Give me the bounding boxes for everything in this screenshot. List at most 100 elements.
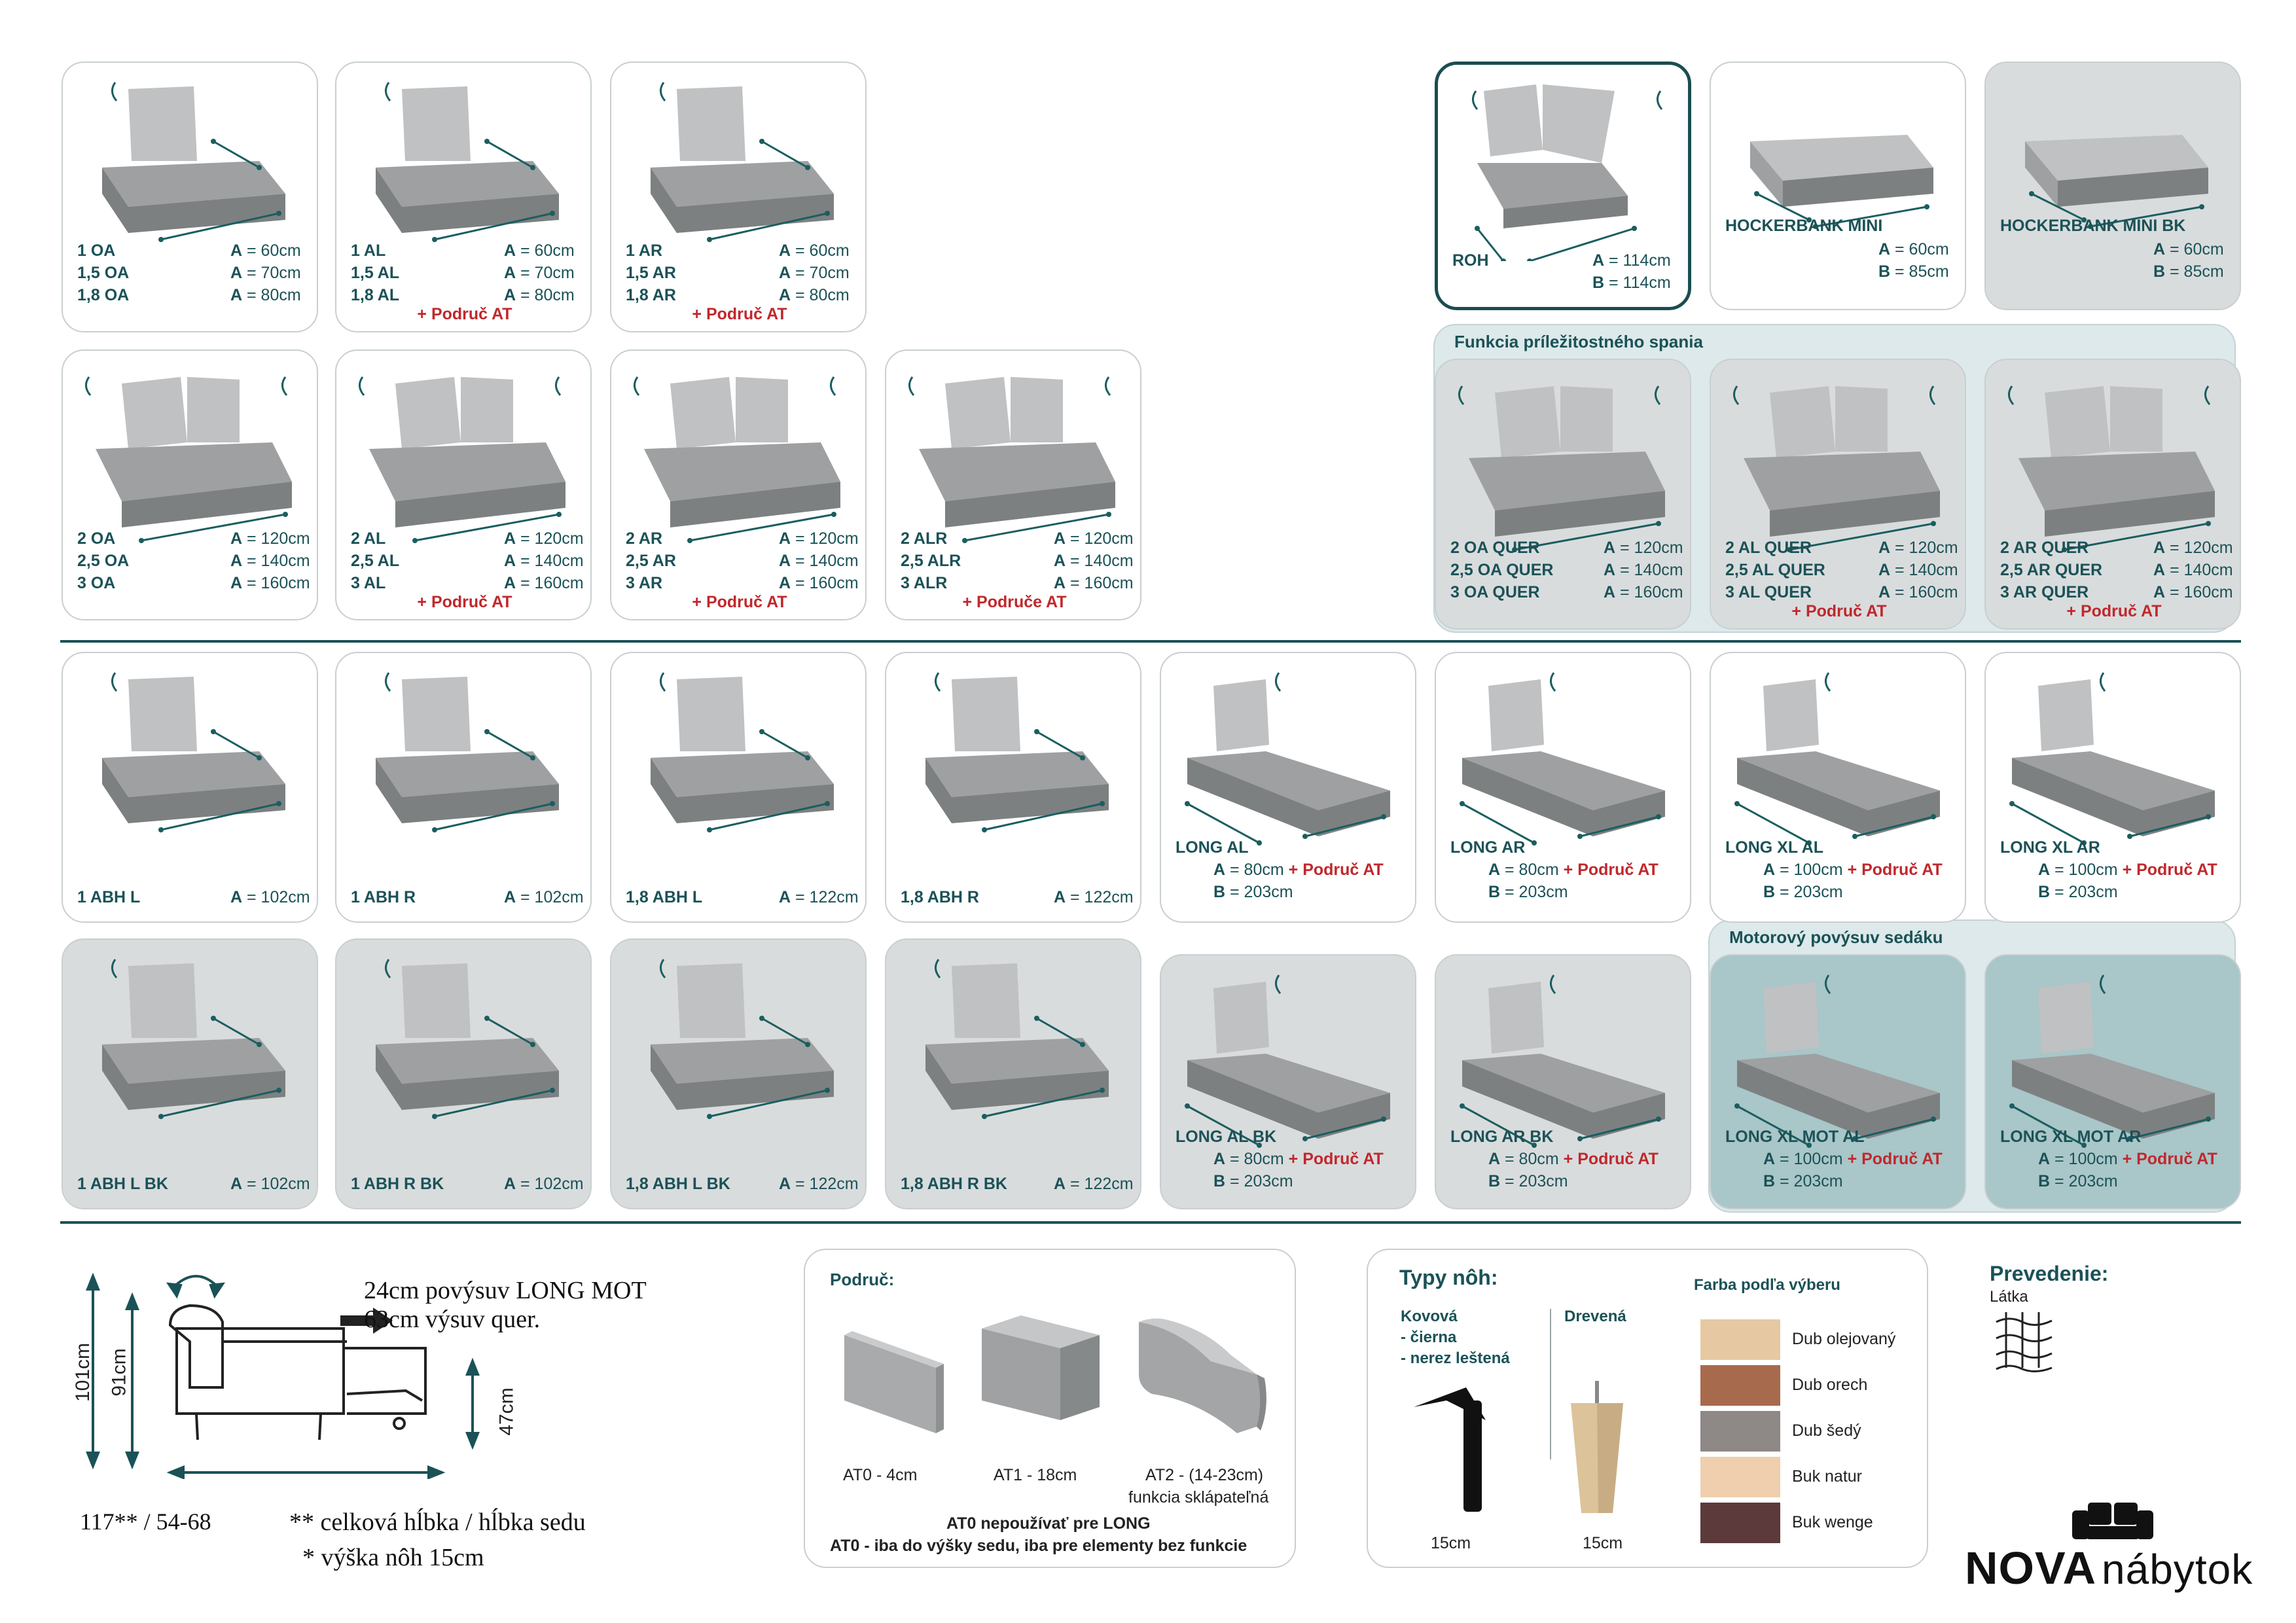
dimension-value: = 114cm: [1609, 274, 1671, 292]
dimension-value: = 80cm: [247, 286, 301, 304]
module-name: 3 AR QUER: [2000, 583, 2089, 601]
module-name: 3 AL QUER: [1725, 583, 1812, 601]
module-name: 1,8 OA: [77, 286, 130, 304]
module-name: LONG AR: [1450, 838, 1526, 857]
armrest-at2-function: funkcia sklápateľná: [1128, 1488, 1269, 1507]
fabric-icon: [1996, 1312, 2053, 1372]
dimension-value: = 122cm: [795, 888, 859, 906]
module-dimension-row: B = 203cm: [1213, 1170, 1293, 1192]
profile-section: 101cm 91cm 47cm 24cm povýsuv LONG MOT 63…: [59, 1243, 713, 1584]
module-dimension-row: A = 80cm + Područ AT: [1488, 1148, 1659, 1170]
module-dimension-row: A = 160cm: [1054, 572, 1134, 594]
dimension-letter: A: [2153, 561, 2166, 579]
dimension-letter: B: [1592, 274, 1605, 292]
dimension-value: = 160cm: [795, 574, 859, 592]
module-drawing-icon: [1460, 672, 1665, 846]
dimension-value: = 203cm: [1230, 883, 1293, 901]
module-drawing-icon: [1733, 385, 1940, 552]
dimension-letter: A: [1878, 539, 1891, 557]
dimension-letter: A: [504, 888, 516, 906]
color-swatch[interactable]: [1700, 1365, 1780, 1406]
module-dimension-row: A = 102cm: [504, 1173, 584, 1195]
module-name: 1,8 ABH L: [626, 888, 703, 906]
module-tile-24[interactable]: 1,8 ABH L BK A = 122cm: [610, 938, 867, 1209]
module-name: 1,8 AR: [626, 286, 676, 304]
module-dimension-row: A = 160cm: [2153, 581, 2233, 603]
armrest-warning-long: AT0 nepoužívať pre LONG: [946, 1514, 1151, 1533]
dimension-value: = 203cm: [1505, 883, 1568, 901]
module-name: ROH: [1452, 251, 1489, 270]
dimension-value: = 203cm: [2054, 1172, 2118, 1190]
module-dimension-row: A = 122cm: [1054, 1173, 1134, 1195]
dimension-value: = 140cm: [1895, 561, 1958, 579]
armrest-addon: + Područ AT: [2122, 861, 2217, 879]
armrest-at2-label: AT2 - (14-23cm): [1145, 1466, 1264, 1484]
dimension-letter: A: [230, 241, 243, 260]
dimension-value: = 85cm: [1895, 262, 1949, 281]
dimension-letter: A: [230, 286, 243, 304]
module-name: 2,5 OA: [77, 552, 130, 570]
dimension-value: = 100cm: [2054, 861, 2118, 879]
module-name: HOCKERBANK MINI: [1725, 217, 1883, 235]
color-swatch[interactable]: [1700, 1319, 1780, 1360]
module-name: LONG AR BK: [1450, 1128, 1554, 1146]
dimension-value: = 160cm: [1895, 583, 1958, 601]
color-swatch[interactable]: [1700, 1457, 1780, 1497]
brand-logo-bold: NOVA: [1965, 1543, 2097, 1594]
module-drawing-icon: [651, 959, 834, 1119]
armrests-panel: Područ: AT0 - 4cm AT1 - 18cm AT2 - (14-2…: [804, 1249, 1296, 1568]
module-drawing-icon: [1185, 974, 1390, 1148]
dimension-letter: A: [1878, 583, 1891, 601]
module-dimension-row: A = 114cm: [1592, 249, 1671, 272]
legs-metal-steel: - nerez leštená: [1401, 1349, 1510, 1367]
dimension-value: = 60cm: [1895, 240, 1949, 259]
module-tile-16[interactable]: 1,8 ABH L A = 122cm: [610, 652, 867, 923]
dimension-value: = 80cm: [1505, 861, 1559, 879]
color-swatch[interactable]: [1700, 1503, 1780, 1543]
module-dimension-row: A = 122cm: [779, 886, 859, 908]
color-swatch-label: Dub orech: [1792, 1376, 1868, 1394]
module-name: 1,8 ABH L BK: [626, 1175, 730, 1193]
module-dimension-row: B = 85cm: [2153, 260, 2224, 283]
module-dimension-row: A = 80cm: [230, 284, 301, 306]
dimension-letter: A: [779, 264, 791, 282]
color-swatch[interactable]: [1700, 1411, 1780, 1452]
module-dimension-row: B = 203cm: [1488, 1170, 1568, 1192]
module-dimension-row: A = 122cm: [779, 1173, 859, 1195]
module-drawing-icon: [2009, 672, 2215, 846]
module-drawing-icon: [1750, 135, 1933, 229]
profile-drawing: [86, 1272, 480, 1479]
dimension-letter: A: [1213, 1150, 1226, 1168]
dimension-value: = 203cm: [1505, 1172, 1568, 1190]
legs-color-title: Farba podľa výberu: [1694, 1276, 1840, 1294]
dimension-letter: A: [230, 574, 243, 592]
module-name: 3 AR: [626, 574, 663, 592]
